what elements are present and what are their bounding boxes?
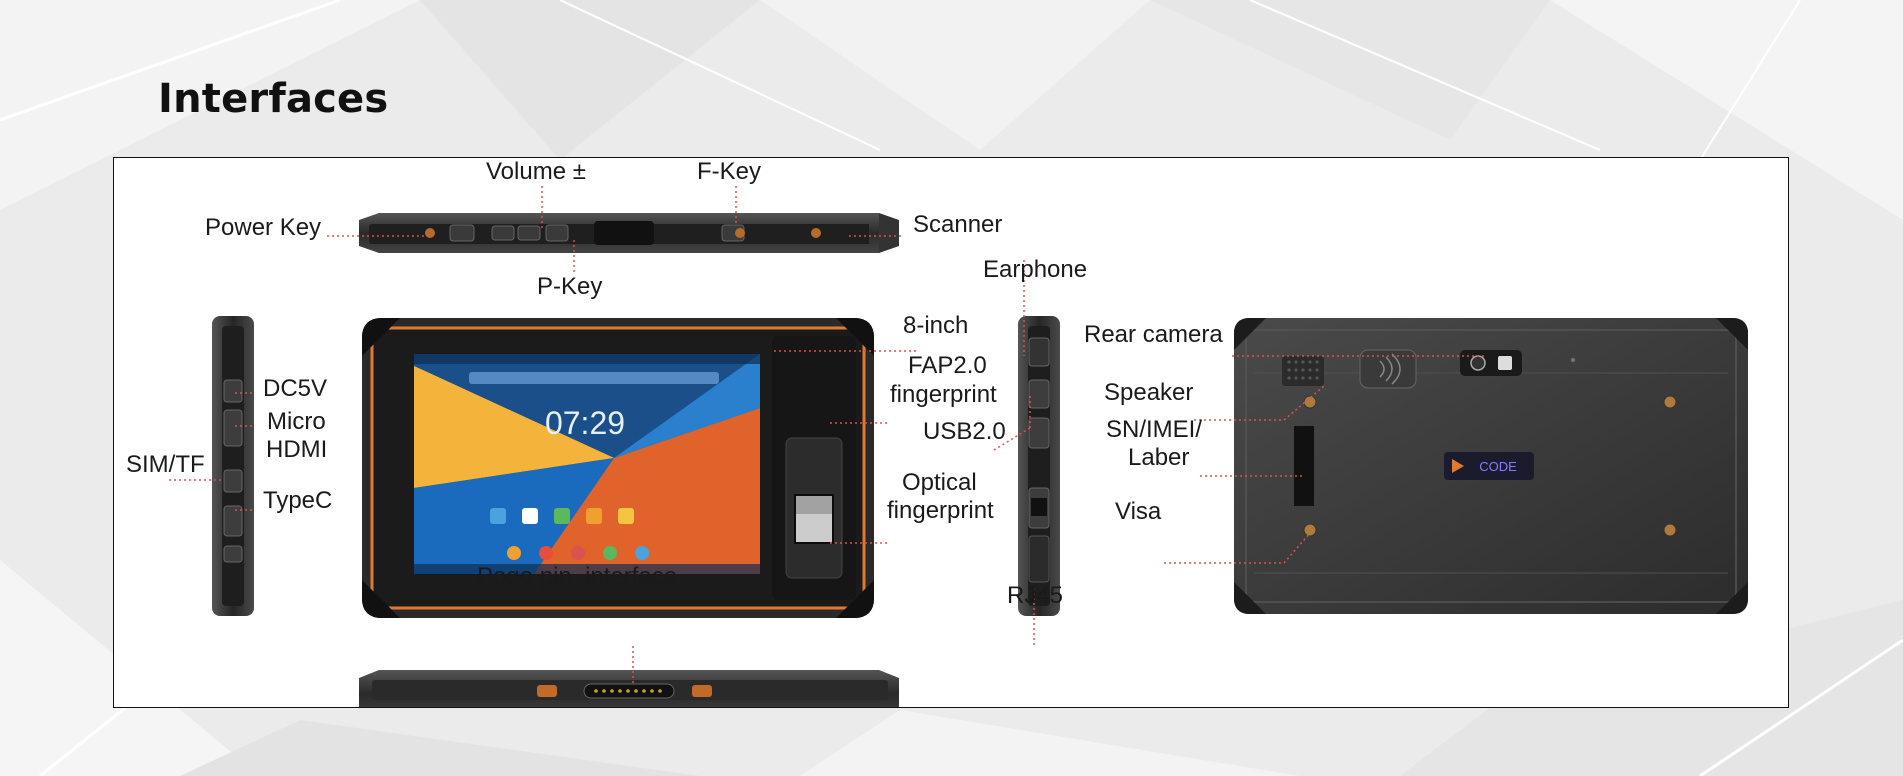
label-laber: Laber [1128, 444, 1190, 471]
screen-clock: 07:29 [545, 405, 625, 441]
device-drawings: 07:29 [169, 186, 1748, 707]
label-usb20: USB2.0 [923, 418, 1006, 445]
top-edge-view [359, 213, 899, 253]
right-side-view [1018, 316, 1060, 616]
label-typec: TypeC [263, 487, 333, 514]
front-view-tablet: 07:29 [362, 318, 874, 618]
label-visa: Visa [1115, 498, 1162, 525]
label-optical-fingerprint: fingerprint [887, 497, 994, 524]
label-hdmi: HDMI [266, 436, 328, 463]
label-rj45: RJ45 [1007, 582, 1064, 609]
label-scanner: Scanner [913, 211, 1003, 238]
label-dc5v: DC5V [263, 375, 328, 402]
label-volume: Volume ± [486, 158, 586, 185]
label-f-key: F-Key [697, 158, 762, 185]
bottom-edge-view [359, 670, 899, 707]
label-power-key: Power Key [205, 214, 322, 241]
home-screen: 07:29 [414, 354, 760, 574]
page-title: Interfaces [158, 76, 389, 122]
interfaces-diagram: 07:29 [113, 157, 1789, 708]
label-optical: Optical [902, 469, 977, 496]
label-pogo-pin-interface: Pogo pin interface [477, 563, 678, 590]
label-rear-camera: Rear camera [1084, 321, 1223, 348]
label-micro: Micro [267, 408, 326, 435]
label-fap20: FAP2.0 [908, 352, 987, 379]
label-fap-fingerprint: fingerprint [890, 381, 997, 408]
leader-lines [169, 186, 1486, 686]
label-p-key: P-Key [537, 273, 603, 300]
label-8-inch: 8-inch [903, 312, 969, 339]
label-speaker: Speaker [1104, 379, 1194, 406]
left-side-view [212, 316, 254, 616]
brand-logo-text: CODE [1479, 459, 1517, 474]
app-icons [490, 508, 649, 560]
label-sim-tf: SIM/TF [126, 451, 205, 478]
label-earphone: Earphone [983, 256, 1088, 283]
label-sn-imei: SN/IMEI/ [1106, 416, 1203, 443]
rear-view-tablet: CODE [1234, 318, 1748, 614]
